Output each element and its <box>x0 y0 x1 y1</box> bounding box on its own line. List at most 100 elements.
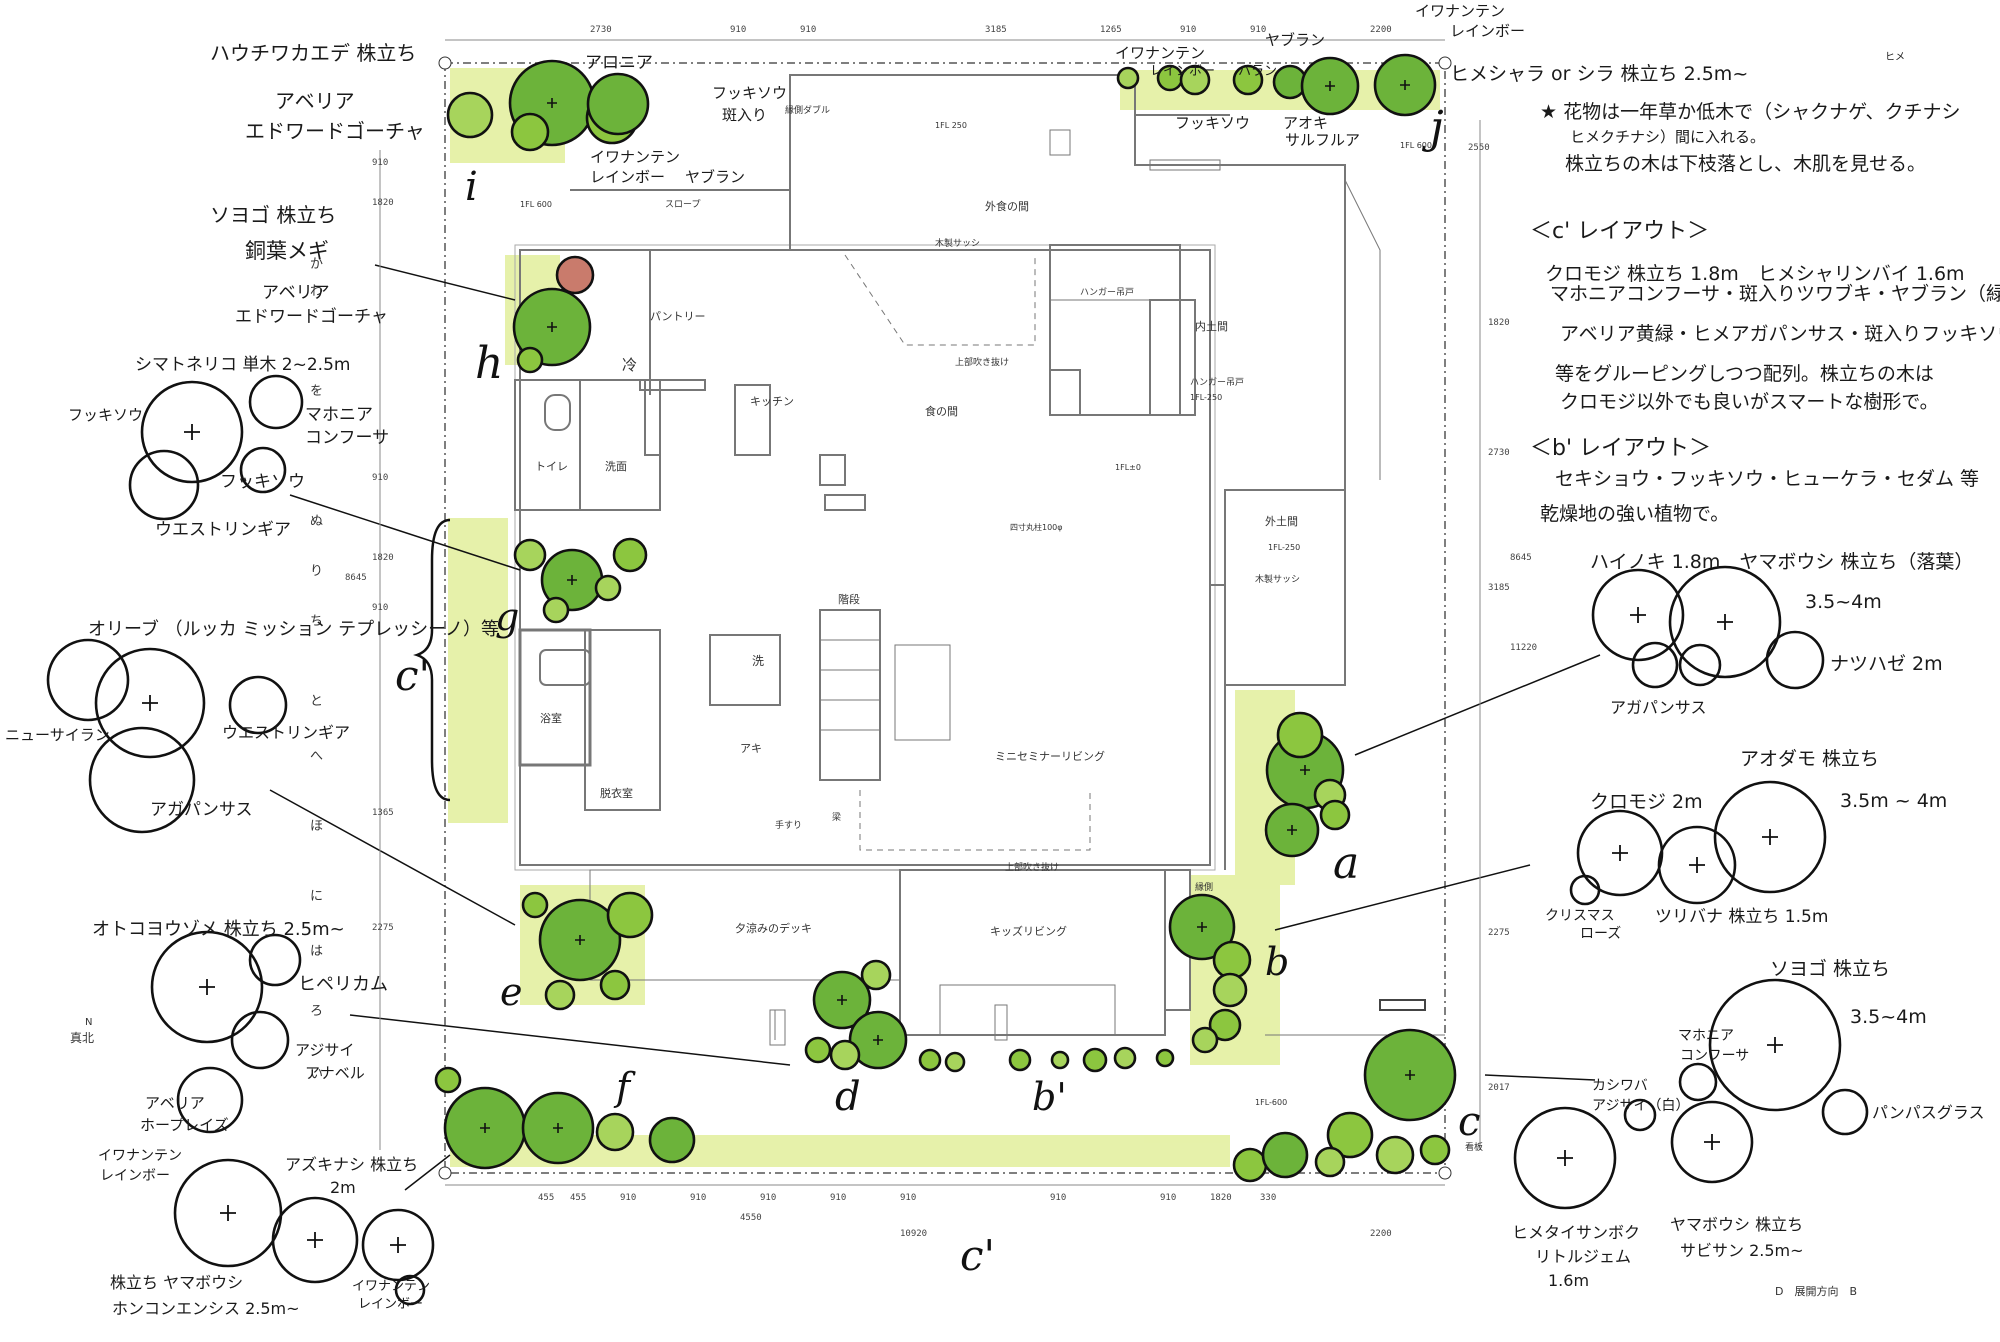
note-c2: マホニアコンフーサ・斑入りツワブキ・ヤブラン（緑） <box>1550 282 2000 305</box>
dim-right-5: 11220 <box>1510 643 1537 653</box>
rei-col: 四寸丸柱100φ <box>1010 522 1063 532</box>
note-a-4: アガパンサス <box>1610 698 1706 717</box>
kana-2: を <box>310 384 323 399</box>
north-n: N <box>85 1017 92 1028</box>
note-iwananten: イワナンテン <box>590 148 680 166</box>
dim-right-4: 2275 <box>1488 928 1510 938</box>
dim-right-7: 2017 <box>1488 1083 1510 1093</box>
notes-right: ヒメ ヒメシャラ or シラ 株立ち 2.5m~ ★ 花物は一年草か低木で（シャ… <box>1450 51 2000 525</box>
dim-top-2: 910 <box>800 25 816 35</box>
note-rainbow2: レインボー <box>1150 64 1215 79</box>
tree-center-marks <box>480 80 1415 1133</box>
zone-letters: a b b' c c' c' d e f g h i j <box>395 102 1480 1280</box>
note-e-5: アベリア <box>145 1094 205 1112</box>
zone-a: a <box>1333 838 1359 889</box>
note-yaburan2: ヤブラン <box>1265 31 1325 49</box>
room-shoku: 食の間 <box>925 404 958 418</box>
dim-left-7: 8645 <box>345 573 367 583</box>
zone-f: f <box>613 1065 636 1109</box>
note-j4: 株立ちの木は下枝落とし、木肌を見せる。 <box>1565 153 1926 175</box>
dimension-labels: 2730 910 910 3185 1265 910 910 2200 455 … <box>345 25 1537 1239</box>
note-c-l9: リトルジェム <box>1535 1247 1631 1266</box>
fukinuke-2: 上部吹き抜け <box>1005 861 1059 873</box>
mokusei-sash-top: 木製サッシ <box>935 237 980 249</box>
room-senmen: 洗面 <box>605 460 627 473</box>
fl600a: 1FL 600 <box>520 200 552 209</box>
note-b-l1: アオダモ 株立ち <box>1740 748 1879 770</box>
note-c-l7: パンパスグラス <box>1872 1103 1984 1122</box>
note-g-5: フッキソウ <box>220 472 305 492</box>
dim-top-1: 910 <box>730 25 746 35</box>
note-fuiri: 斑入り <box>722 106 767 124</box>
kana-4: り <box>310 564 323 579</box>
note-hara: ハラン <box>1238 64 1277 79</box>
zone-c-prime-left: c' <box>395 651 430 700</box>
kana-0: か <box>310 257 323 272</box>
dim-left-1: 1820 <box>372 198 394 208</box>
note-h-2: 銅葉メギ <box>245 239 329 263</box>
fl0: 1FL±0 <box>1115 463 1141 472</box>
dim-top-3: 3185 <box>985 25 1007 35</box>
tesuri-label: 手すり <box>775 819 802 831</box>
notes-g: シマトネリコ 単木 2~2.5m フッキソウ マホニア コンフーサ フッキソウ … <box>68 355 389 540</box>
note-f-2: レインボー <box>100 1168 170 1184</box>
note-hex: ヒメ <box>1885 51 1905 63</box>
zone-g: g <box>495 595 519 639</box>
note-c-l1: ソヨゴ 株立ち <box>1770 958 1890 980</box>
dim-left-4: 910 <box>372 603 388 613</box>
room-uchidoma: 内土間 <box>1195 319 1228 333</box>
room-yokushitsu: 浴室 <box>540 711 562 725</box>
note-c-l6: アジサイ（白） <box>1592 1098 1689 1114</box>
dim-bot-8: 910 <box>1160 1193 1176 1203</box>
note-c1: クロモジ 株立ち 1.8m ヒメシャリンバイ 1.6m <box>1545 263 1965 285</box>
note-a-3: ナツハゼ 2m <box>1830 653 1943 675</box>
mokusei-sash: 木製サッシ <box>1255 573 1300 585</box>
tenkai-label: D 展開方向 B <box>1775 1284 1857 1298</box>
note-tl-3: エドワードゴーチャ <box>245 119 425 143</box>
dim-bot-7: 910 <box>1050 1193 1066 1203</box>
room-toilet: トイレ <box>535 460 568 473</box>
zone-d: d <box>835 1074 861 1120</box>
note-e-1: オトコヨウゾメ 株立ち 2.5m~ <box>92 919 345 940</box>
notes-c: ソヨゴ 株立ち 3.5~4m マホニア コンフーサ カシワバ アジサイ（白） パ… <box>1512 958 1984 1290</box>
dim-bot-9: 1820 <box>1210 1193 1232 1203</box>
notes-h: ソヨゴ 株立ち 銅葉メギ アベリア エドワードゴーチャ <box>210 203 388 327</box>
notes-a: ハイノキ 1.8m ヤマボウシ 株立ち（落葉） 3.5~4m ナツハゼ 2m ア… <box>1590 551 1973 717</box>
zone-b: b <box>1265 940 1289 984</box>
dim-bot-6: 910 <box>900 1193 916 1203</box>
hangar-2: ハンガー吊戸 <box>1190 377 1244 388</box>
room-sotodoma: 外土間 <box>1265 515 1298 528</box>
note-f-8: レインボー <box>358 1297 423 1312</box>
kana-5: ち <box>310 614 323 629</box>
hangar-1: ハンガー吊戸 <box>1080 287 1134 298</box>
dim-bot-11: 4550 <box>740 1213 762 1223</box>
note-c-l2: 3.5~4m <box>1850 1006 1927 1028</box>
note-h-3: アベリア <box>262 283 330 303</box>
dim-left-0: 910 <box>372 158 388 168</box>
note-b-l5: ローズ <box>1580 926 1621 942</box>
kana-3: ぬ <box>310 514 323 529</box>
note-j2: ★ 花物は一年草か低木で（シャクナゲ、クチナシ <box>1540 101 1961 123</box>
note-iwa3: イワナンテン <box>1415 2 1505 20</box>
note-h-1: ソヨゴ 株立ち <box>210 203 336 227</box>
dim-bot-5: 910 <box>830 1193 846 1203</box>
zone-c-prime-bottom: c' <box>960 1231 995 1280</box>
note-j3: ヒメクチナシ）間に入れる。 <box>1570 128 1765 146</box>
note-c-title: ＜c' レイアウト＞ <box>1530 219 1709 244</box>
notes-top: アロニア フッキソウ 斑入り イワナンテン レインボー ヤブラン イワナンテン … <box>585 2 1525 186</box>
room-pantry: パントリー <box>650 310 706 323</box>
room-soto-shoku: 外食の間 <box>985 199 1029 213</box>
dim-bot-2: 910 <box>620 1193 636 1203</box>
note-c-l8: ヒメタイサンボク <box>1512 1223 1640 1242</box>
notes-b: アオダモ 株立ち 3.5m ~ 4m クロモジ 2m クリスマス ローズ ツリバ… <box>1545 748 1947 942</box>
notes-f: イワナンテン レインボー アズキナシ 株立ち 2m 株立ち ヤマボウシ ホンコン… <box>98 1148 430 1318</box>
notes-top-left: ハウチワカエデ 株立ち アベリア エドワードゴーチャ <box>210 41 425 143</box>
dim-top-5: 910 <box>1180 25 1196 35</box>
note-e-3: アジサイ <box>295 1041 354 1059</box>
note-c3: アベリア黄緑・ヒメアガパンサス・斑入りフッキソウ <box>1560 323 2000 345</box>
dim-bot-13: 2200 <box>1370 1229 1392 1239</box>
hari-label: 梁 <box>832 811 841 823</box>
dim-top-6: 910 <box>1250 25 1266 35</box>
dim-bot-12: 10920 <box>900 1229 927 1239</box>
